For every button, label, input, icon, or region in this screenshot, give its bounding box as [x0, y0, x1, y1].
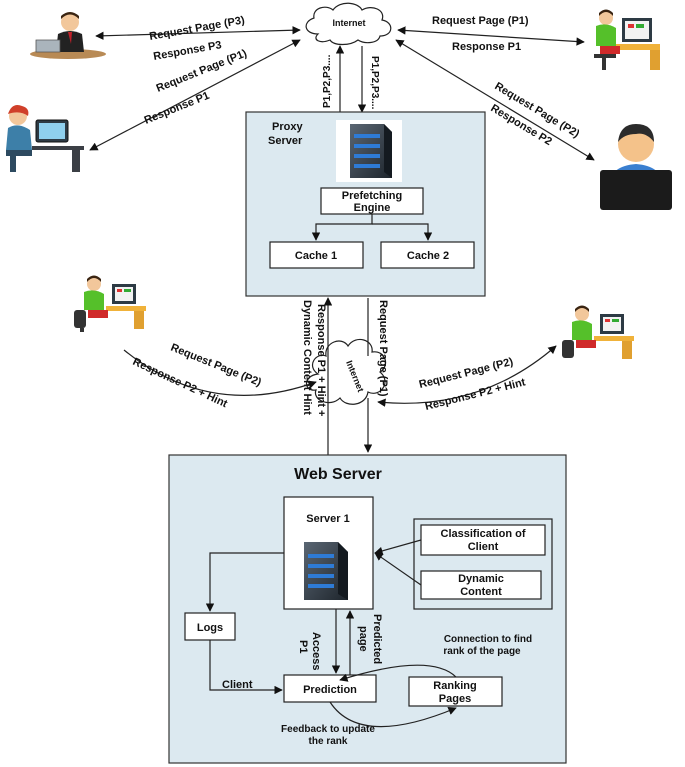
link-proxy-internet: P1,P2,P3.... P1,P2,P3.... [322, 45, 380, 113]
logs-box [184, 612, 236, 641]
link-left-user-mid: Request Page (P2) Response P2 + Hint [123, 342, 317, 410]
access-line1: Access [310, 632, 322, 671]
internet-label-top: Internet [332, 18, 365, 28]
user-desktop-blue-icon [600, 124, 672, 210]
prefetch-line1: Prefetching [342, 190, 403, 202]
classification-line1: Classification of [441, 528, 526, 540]
prediction-label: Prediction [303, 684, 357, 696]
p1-left-response-label: Response P1 [143, 90, 212, 127]
p3-request-label: Request Page (P3) [148, 14, 246, 43]
cache1-label: Cache 1 [295, 250, 337, 262]
proxy-title-line1: Proxy [272, 121, 303, 133]
cache-1-box [269, 241, 364, 269]
web-server-panel: Web Server Server 1 Classification of Cl… [168, 454, 567, 764]
dynamic-content-box [420, 570, 542, 600]
p3-response-label: Response P3 [152, 39, 222, 63]
link-p1-right: Request Page (P1) Response P1 [397, 15, 585, 53]
proxy-request-label: Request Page (P1) [377, 300, 389, 397]
p1-right-response-label: Response P1 [452, 41, 521, 53]
proxy-response-line2: Dynamic Content Hint [301, 300, 313, 415]
connection-line1: Connection to find [444, 634, 532, 645]
user-laptop-icon [30, 12, 106, 59]
cache-2-box [380, 241, 475, 269]
proxy-response-line1: Response P1 + Hint + [315, 304, 327, 416]
link-right-user-mid: Request Page (P2) Response P2 + Hint [377, 345, 557, 413]
dynamic-line2: Content [460, 586, 502, 598]
ranking-line2: Pages [439, 693, 471, 705]
web-server-rack-icon [304, 542, 348, 600]
predicted-line2: page [357, 626, 369, 652]
user-desktop-green-icon [594, 9, 660, 70]
logs-label: Logs [197, 622, 223, 634]
p1-right-request-label: Request Page (P1) [432, 15, 529, 27]
access-line2: P1 [297, 640, 309, 653]
internet-cloud-middle: Internet [305, 338, 387, 405]
ranking-line1: Ranking [433, 680, 476, 692]
proxy-server-rack-icon [336, 120, 402, 182]
prediction-box [283, 674, 377, 703]
predicted-line1: Predicted [371, 614, 383, 664]
server1-label: Server 1 [306, 513, 349, 525]
feedback-line2: the rank [309, 736, 348, 747]
prefetch-line2: Engine [354, 202, 391, 214]
user-desktop-red-icon [6, 105, 84, 172]
internet-cloud-top: Internet [305, 2, 392, 46]
pages-down-label: P1,P2,P3.... [369, 56, 380, 110]
proxy-title-line2: Server [268, 135, 303, 147]
proxy-server-panel: Proxy Server Prefetching Engine Cache 1 … [245, 111, 486, 297]
user-desktop-green-left-icon [74, 275, 146, 332]
connection-line2: rank of the page [443, 646, 521, 657]
client-label: Client [222, 679, 253, 691]
classification-line2: Client [468, 541, 499, 553]
dynamic-line1: Dynamic [458, 573, 504, 585]
cache2-label: Cache 2 [407, 250, 449, 262]
classification-box [420, 524, 546, 556]
feedback-line1: Feedback to update [281, 724, 375, 735]
web-server-title: Web Server [294, 466, 382, 483]
prefetching-engine-box [320, 187, 424, 215]
user-desktop-green-right-icon [562, 305, 634, 359]
client-info-group [413, 518, 553, 610]
pages-up-label: P1,P2,P3.... [322, 54, 333, 108]
